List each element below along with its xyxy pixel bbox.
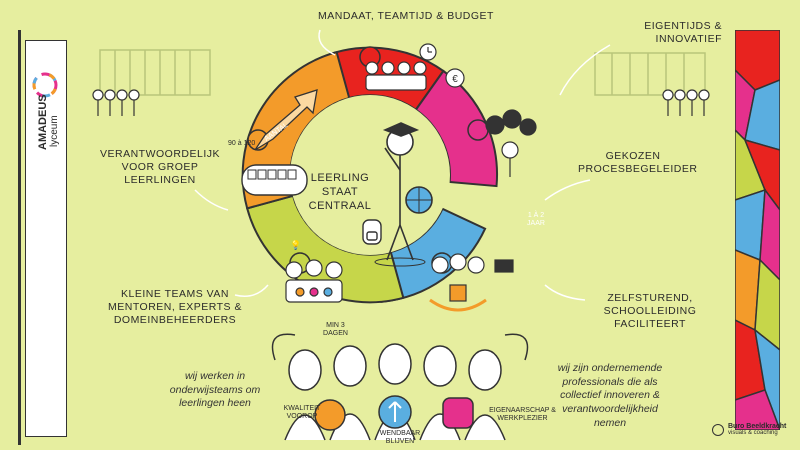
label-range: 90 à 120 — [228, 140, 256, 147]
label-student-central: LEERLING STAAT CENTRAAL — [308, 172, 372, 212]
label-ownership: EIGENAARSCHAP & WERKPLEZIER — [489, 407, 556, 422]
left-banner — [25, 40, 67, 437]
label-contemporary: EIGENTIJDS & INNOVATIEF — [644, 20, 722, 46]
sketch-building-left — [99, 49, 211, 96]
svg-text:€: € — [452, 74, 458, 85]
mentor-team-icon: 💡 — [285, 240, 343, 303]
credit-sub: visuals & coaching — [728, 430, 778, 436]
credit: Buro Beeldkracht visuals & coaching — [712, 423, 786, 436]
amadeus-logo — [32, 72, 58, 98]
people-group-right-icon — [662, 89, 710, 116]
label-quality: KWALITEIT VOOROP — [283, 405, 321, 420]
team-people-icon: € — [365, 43, 465, 91]
label-process-coach: GEKOZEN PROCESBEGELEIDER — [578, 150, 698, 176]
label-years: 1 à 2 JAAR — [527, 212, 545, 227]
quality-badge-icon — [314, 399, 346, 431]
label-mandate: MANDAAT, TEAMTIJD & BUDGET — [318, 10, 494, 22]
central-student-figure — [374, 122, 433, 267]
crowd-icon — [271, 333, 529, 441]
arrow-up-icon — [254, 89, 318, 151]
label-min-days: MIN 3 DAGEN — [323, 322, 348, 337]
power-icon — [712, 423, 724, 436]
sketch-building-right — [594, 52, 706, 96]
camera-badge-icon — [442, 397, 474, 429]
label-we-work: wij werken in onderwijsteams om leerling… — [169, 370, 261, 410]
self-steering-icon — [429, 253, 514, 312]
label-self-steering: ZELFSTUREND, SCHOOLLEIDING FACILITEERT — [603, 292, 697, 331]
label-responsible: VERANTWOORDELIJK VOOR GROEP LEERLINGEN — [100, 148, 221, 187]
people-group-left-icon — [92, 89, 140, 116]
gears-figure-icon — [485, 109, 537, 177]
backpack-icon — [362, 219, 382, 245]
left-flagpole — [18, 30, 21, 445]
teeth-group-icon — [241, 164, 308, 196]
label-agile: WENDBAAR BLIJVEN — [379, 430, 421, 445]
label-we-are: wij zijn ondernemende professionals die … — [557, 362, 663, 429]
label-small-teams: KLEINE TEAMS VAN MENTOREN, EXPERTS & DOM… — [108, 288, 242, 327]
svg-text:💡: 💡 — [290, 240, 301, 250]
right-stained-glass-banner — [735, 30, 780, 430]
credit-name: Buro Beeldkracht — [728, 423, 787, 430]
